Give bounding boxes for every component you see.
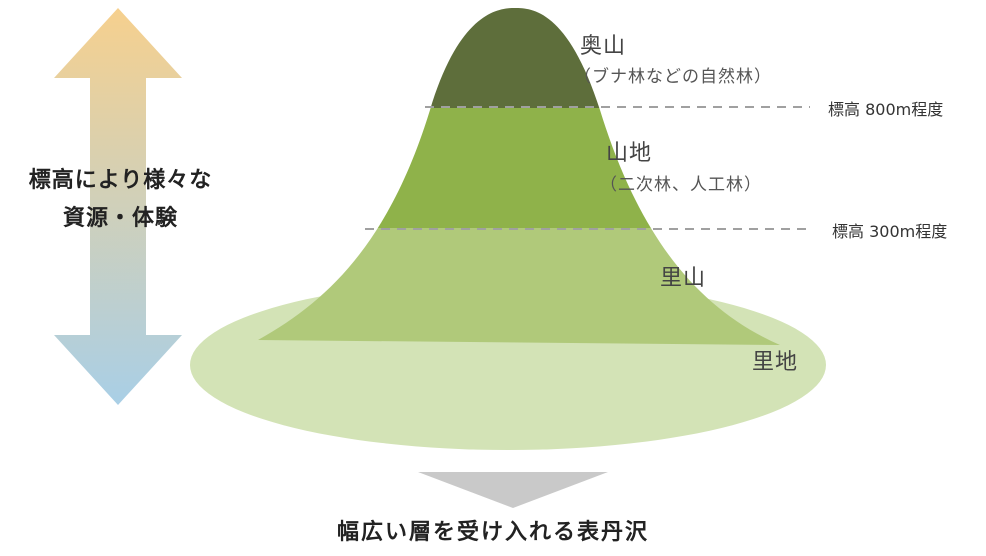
zone-subtitle-sanchi: （二次林、人工林） (600, 175, 762, 195)
diagram-caption: 幅広い層を受け入れる表丹沢 (336, 520, 649, 545)
okuyama-band (258, 8, 780, 108)
zone-subtitle-okuyama: （ブナ林などの自然林） (574, 67, 772, 87)
zone-label-okuyama: 奥山 (580, 34, 627, 59)
elevation-range-arrow (54, 8, 182, 405)
side-label: 標高により様々な 資源・体験 (8, 162, 233, 232)
zone-label-satochi: 里地 (752, 350, 799, 375)
elevation-label-800: 標高 800m程度 (828, 100, 944, 119)
sanchi-band (258, 108, 780, 228)
down-arrow-icon (418, 472, 608, 508)
elevation-label-300: 標高 300m程度 (832, 222, 948, 241)
zone-label-satoyama: 里山 (660, 266, 707, 291)
side-label-line2: 資源・体験 (62, 206, 178, 231)
side-label-line1: 標高により様々な (28, 168, 213, 193)
zone-label-sanchi: 山地 (606, 141, 653, 166)
